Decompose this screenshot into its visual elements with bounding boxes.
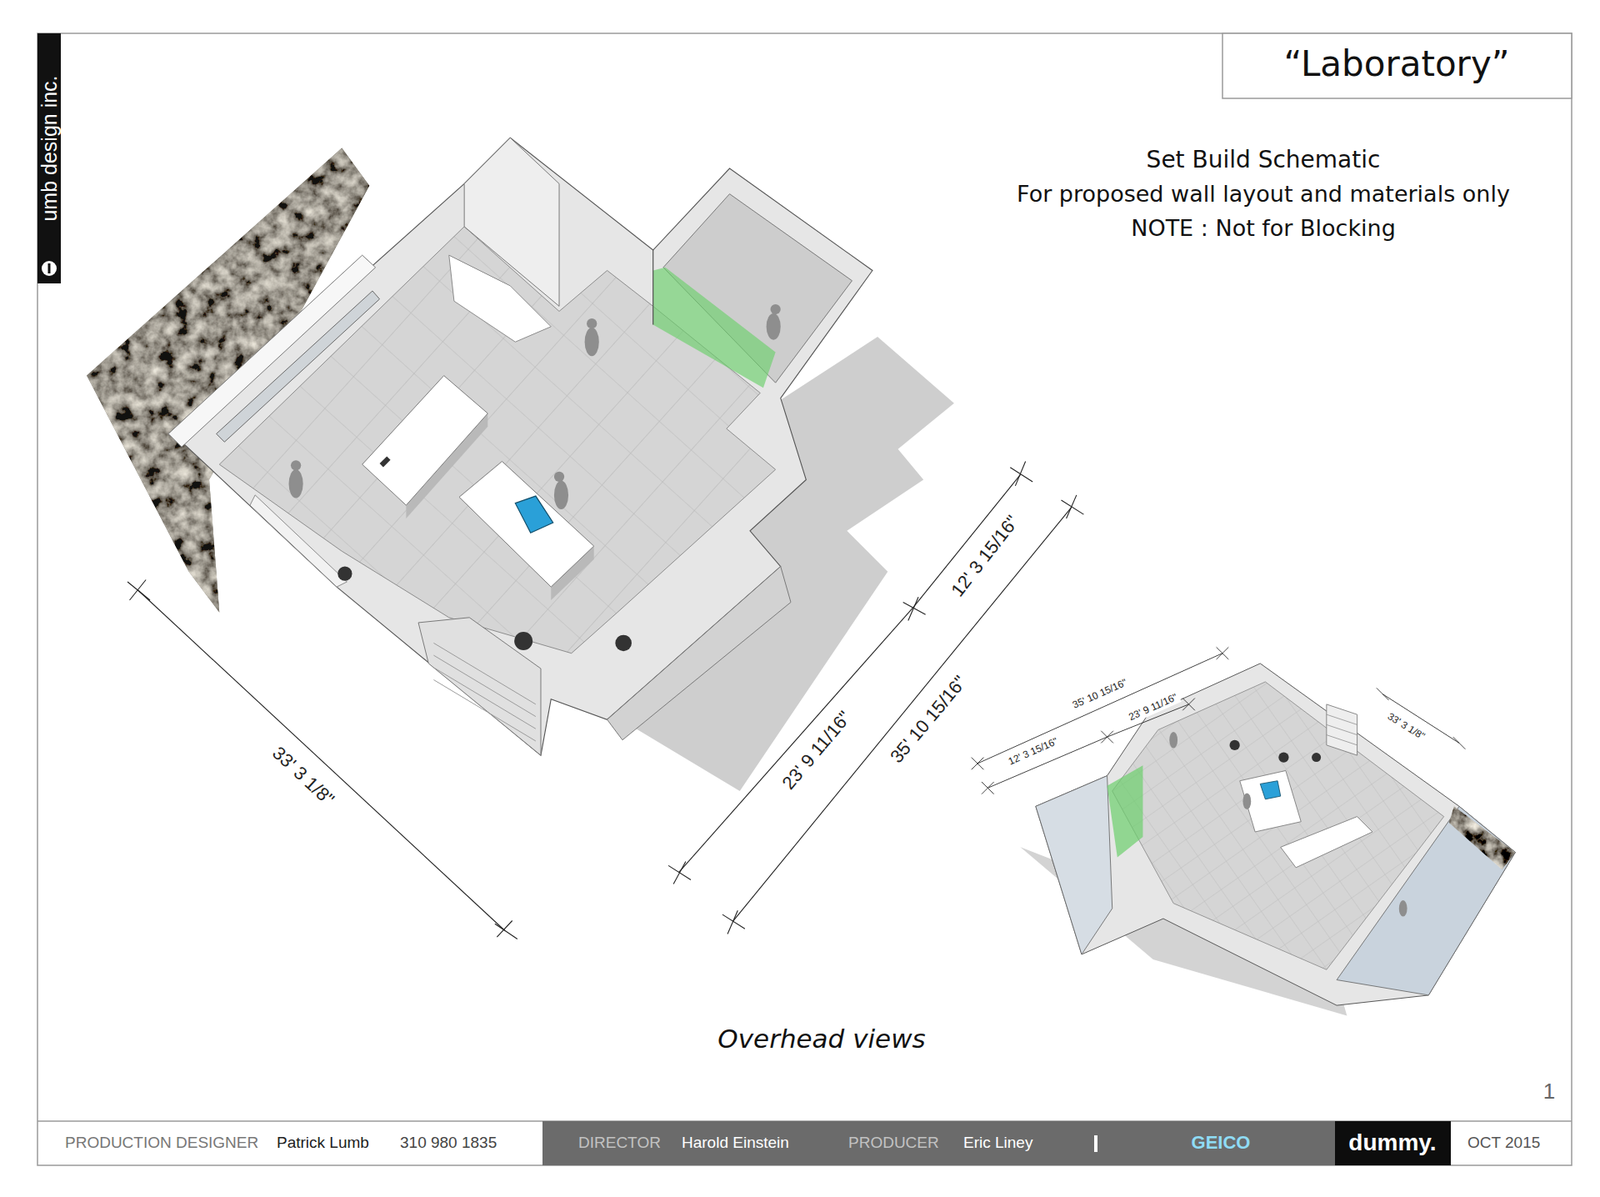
dimension-line [678,607,914,873]
dimension-line [137,590,505,931]
front-wall [607,566,791,740]
dimension: 23' 9 11/16" [1125,690,1182,725]
title-box [1222,33,1572,99]
title: “Laboratory” [1283,44,1510,85]
dimension: 12' 3 15/16" [945,509,1025,603]
client-name: GEICO [1191,1131,1251,1153]
illustration [86,137,1515,1015]
chair [1311,752,1321,762]
figure-head [770,304,780,315]
green-screen [1107,765,1144,857]
set-walls [1035,663,1516,1005]
figure [585,327,600,356]
touch-screen [515,495,553,533]
footer-role: DIRECTOR [578,1133,661,1152]
figures [289,304,781,510]
set-walls [178,137,873,755]
footer-role: PRODUCER [848,1133,940,1152]
dimension: 33' 3 1/8" [1383,709,1430,744]
chair [615,635,632,652]
logo-strip [37,33,61,284]
dimension: 12' 3 15/16" [1005,735,1063,770]
side-counter [250,495,347,587]
figure [1169,731,1178,749]
dimension: 23' 9 11/16" [776,705,858,795]
note-heading: Set Build Schematic [1146,146,1381,174]
figure [1399,900,1408,917]
page-number: 1 [1543,1079,1555,1105]
chair [1278,751,1289,762]
page-border [37,33,1572,1165]
chair [1230,740,1240,750]
footer-name: Harold Einstein [681,1133,790,1152]
dimension: 35' 10 15/16" [1069,675,1132,712]
footer-date: OCT 2015 [1467,1133,1540,1152]
bench-object [380,455,391,467]
island-top [1280,816,1373,868]
touch-screen [1260,780,1280,800]
drawer-lines [433,642,535,741]
footer-role: PRODUCTION DESIGNER [65,1133,259,1152]
footer-name: Eric Liney [963,1133,1033,1152]
dimension-lines [971,646,1466,794]
footer-name: Patrick Lumb [276,1133,370,1152]
dimension: 33' 3 1/8" [266,740,341,811]
caption: Overhead views [717,1024,925,1055]
island-top [459,460,595,587]
figure [289,469,304,498]
shelf-lines [1326,714,1358,745]
dimension-ticks [127,460,1084,939]
island-top [362,375,489,506]
note-text: NOTE : Not for Blocking [1130,215,1396,241]
figure [1242,792,1251,810]
figure-head [554,471,565,482]
footer-phone: 310 980 1835 [400,1133,497,1152]
footer-separator [1094,1135,1098,1152]
island-top [1240,770,1301,831]
logo-text: umb design inc. [37,75,62,221]
green-screen [653,267,776,388]
figure [554,480,569,510]
figure-head [586,318,597,329]
dimension-line [732,507,1072,922]
dimension-ticks [971,646,1466,794]
floor [219,226,775,654]
footer-band [542,1120,1335,1165]
chair [337,566,352,581]
dimension: 35' 10 15/16" [884,669,973,769]
chair [514,631,533,650]
alcove-counter [449,255,551,342]
booth-wall-edge [652,250,654,325]
back-window [216,290,380,442]
dimension-line [977,653,1223,764]
figure [766,313,781,340]
figure-head [290,460,301,470]
dimension-lines [127,460,1084,939]
booth-wall [1035,775,1113,955]
logo-icon [41,260,57,276]
note-text: For proposed wall layout and materials o… [1016,180,1510,207]
shelving [1326,704,1358,755]
rock-wall [1449,805,1516,870]
drawer-counter [418,617,541,755]
footer-logo-box [1335,1120,1451,1165]
company-logo: dummy. [1348,1129,1436,1156]
logo-icon-mark [48,263,51,274]
